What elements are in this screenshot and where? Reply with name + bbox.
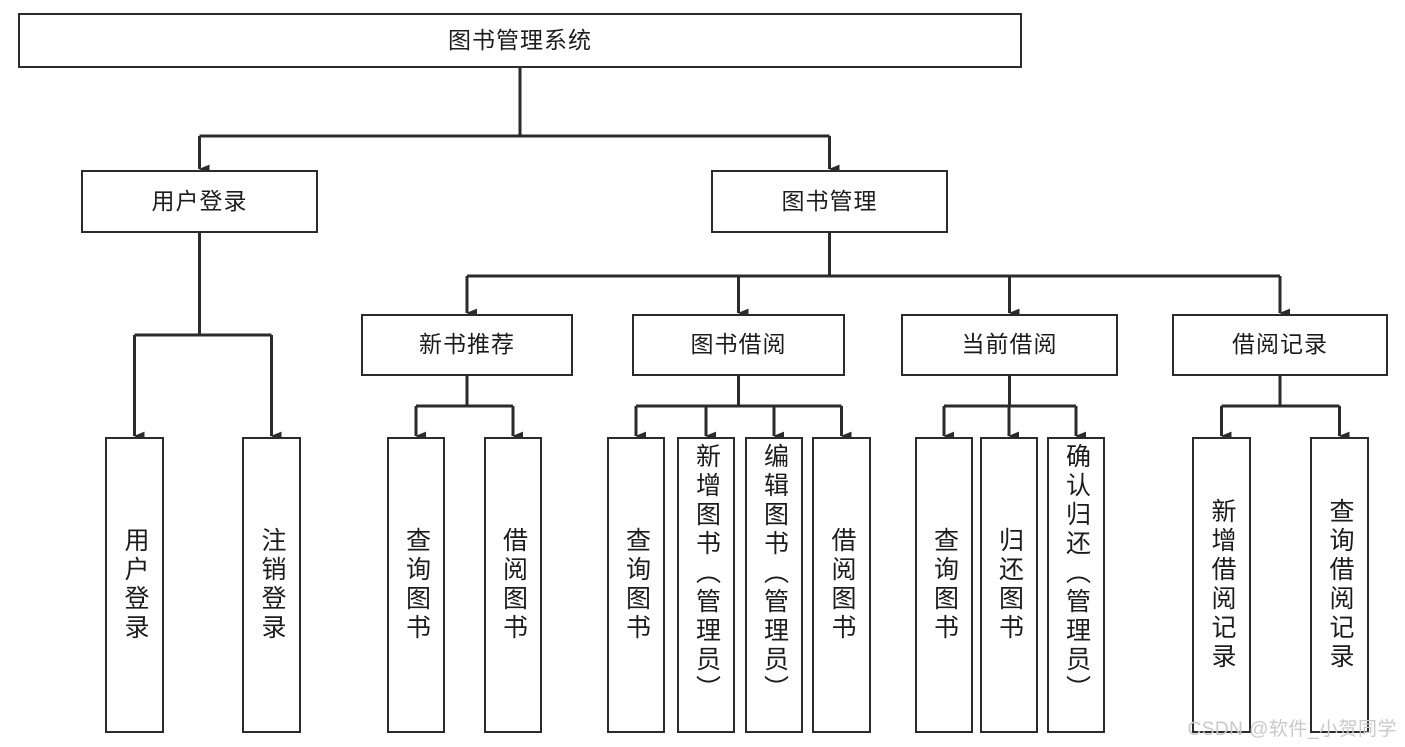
node-user-login-label: 用户登录 <box>151 187 248 214</box>
node-leaf-logout[interactable]: 注销登录 <box>242 437 301 733</box>
node-leaf-add-borrow-record[interactable]: 新增借阅记录 <box>1192 437 1251 733</box>
node-new-book-recommend[interactable]: 新书推荐 <box>361 314 573 376</box>
node-root-label: 图书管理系统 <box>448 26 592 53</box>
node-leaf-confirm-return-admin-label: 确认归还（管理员） <box>1062 443 1091 704</box>
node-new-book-recommend-label: 新书推荐 <box>419 331 515 358</box>
node-book-borrow[interactable]: 图书借阅 <box>632 314 845 376</box>
node-root[interactable]: 图书管理系统 <box>18 13 1022 68</box>
node-user-login[interactable]: 用户登录 <box>81 170 318 233</box>
node-current-borrow[interactable]: 当前借阅 <box>901 314 1118 376</box>
node-current-borrow-label: 当前借阅 <box>961 331 1058 358</box>
node-borrow-record[interactable]: 借阅记录 <box>1172 314 1388 376</box>
node-leaf-borrow-book-2-label: 借阅图书 <box>828 527 856 643</box>
node-leaf-query-borrow-record-label: 查询借阅记录 <box>1326 498 1354 672</box>
node-leaf-borrow-book-1-label: 借阅图书 <box>499 527 528 643</box>
node-leaf-confirm-return-admin[interactable]: 确认归还（管理员） <box>1047 437 1105 733</box>
node-book-borrow-label: 图书借阅 <box>690 331 787 358</box>
csdn-watermark: CSDN @软件_小贺同学 <box>1187 719 1397 740</box>
node-leaf-add-borrow-record-label: 新增借阅记录 <box>1208 498 1236 672</box>
node-leaf-query-book-2[interactable]: 查询图书 <box>607 437 665 733</box>
node-leaf-query-book-2-label: 查询图书 <box>622 527 651 643</box>
node-borrow-record-label: 借阅记录 <box>1232 331 1328 358</box>
node-leaf-return-book[interactable]: 归还图书 <box>980 437 1038 733</box>
node-leaf-return-book-label: 归还图书 <box>995 527 1024 643</box>
node-leaf-borrow-book-2[interactable]: 借阅图书 <box>812 437 871 733</box>
node-leaf-query-book-3[interactable]: 查询图书 <box>915 437 973 733</box>
node-leaf-logout-label: 注销登录 <box>258 527 286 643</box>
node-leaf-user-login[interactable]: 用户登录 <box>105 437 164 733</box>
node-leaf-edit-book-admin[interactable]: 编辑图书（管理员） <box>745 437 803 733</box>
node-leaf-add-book-admin-label: 新增图书（管理员） <box>692 443 721 704</box>
node-leaf-add-book-admin[interactable]: 新增图书（管理员） <box>677 437 735 733</box>
node-leaf-borrow-book-1[interactable]: 借阅图书 <box>484 437 542 733</box>
node-leaf-query-book-1[interactable]: 查询图书 <box>387 437 445 733</box>
node-book-management[interactable]: 图书管理 <box>711 170 948 233</box>
node-leaf-user-login-label: 用户登录 <box>121 527 149 643</box>
node-leaf-query-book-3-label: 查询图书 <box>930 527 959 643</box>
node-leaf-query-book-1-label: 查询图书 <box>402 527 431 643</box>
node-book-management-label: 图书管理 <box>781 187 878 214</box>
node-leaf-query-borrow-record[interactable]: 查询借阅记录 <box>1310 437 1369 733</box>
node-leaf-edit-book-admin-label: 编辑图书（管理员） <box>760 443 789 704</box>
